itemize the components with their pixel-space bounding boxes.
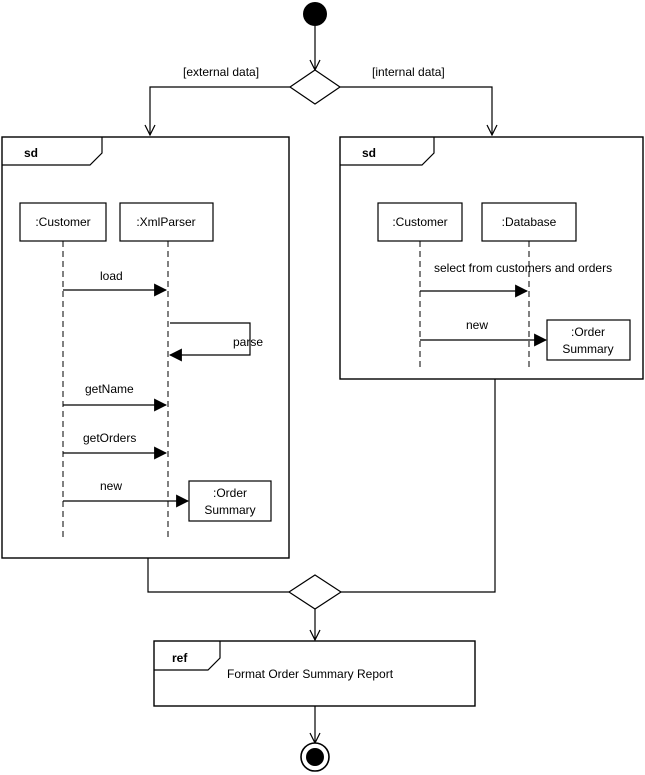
left-order-summary-box (188, 480, 272, 522)
left-lifeline-customer-box (19, 202, 107, 242)
flow-right-to-merge (341, 379, 496, 593)
ref-frame-label: Format Order Summary Report (227, 667, 394, 681)
merge-node (287, 574, 343, 610)
right-order-summary-box (546, 319, 631, 361)
left-lifeline-xmlparser-label: :XmlParser (136, 215, 195, 229)
left-order-summary-line2: Summary (204, 503, 255, 517)
right-lifeline-database-label: :Database (502, 215, 557, 229)
msg-select-label: select from customers and orders (434, 261, 612, 275)
right-order-summary-line2: Summary (562, 342, 613, 356)
msg-getname-label: getName (85, 382, 134, 396)
final-node (300, 742, 330, 772)
ref-frame-tag: ref (172, 651, 188, 665)
right-frame-tag: sd (362, 146, 376, 160)
ref-frame: ref Format Order Summary Report (153, 640, 476, 707)
decision-node (288, 69, 342, 105)
right-order-summary-line1: :Order (571, 325, 605, 339)
right-lifeline-customer-box (377, 202, 463, 242)
msg-new-left-label: new (100, 479, 122, 493)
msg-parse-label: parse (233, 335, 263, 349)
msg-parse (168, 322, 251, 362)
right-sequence-frame: sd :Customer :Database select from custo… (339, 136, 644, 380)
left-lifeline-customer-label: :Customer (35, 215, 90, 229)
right-lifeline-customer-label: :Customer (392, 215, 447, 229)
flow-internal-branch (340, 86, 492, 135)
guard-external: [external data] (183, 65, 259, 79)
msg-getorders-label: getOrders (83, 431, 136, 445)
left-frame-tag: sd (24, 146, 38, 160)
right-lifeline-database-box (481, 202, 577, 242)
initial-node (303, 2, 327, 26)
msg-new-right-label: new (466, 318, 488, 332)
guard-internal: [internal data] (372, 65, 445, 79)
left-lifeline-xmlparser-box (119, 202, 214, 242)
flow-external-branch (150, 86, 290, 135)
left-sequence-frame: sd :Customer :XmlParser load parse getNa… (1, 136, 290, 559)
msg-load-label: load (100, 269, 123, 283)
flow-left-to-merge (147, 558, 289, 593)
left-order-summary-line1: :Order (213, 486, 247, 500)
